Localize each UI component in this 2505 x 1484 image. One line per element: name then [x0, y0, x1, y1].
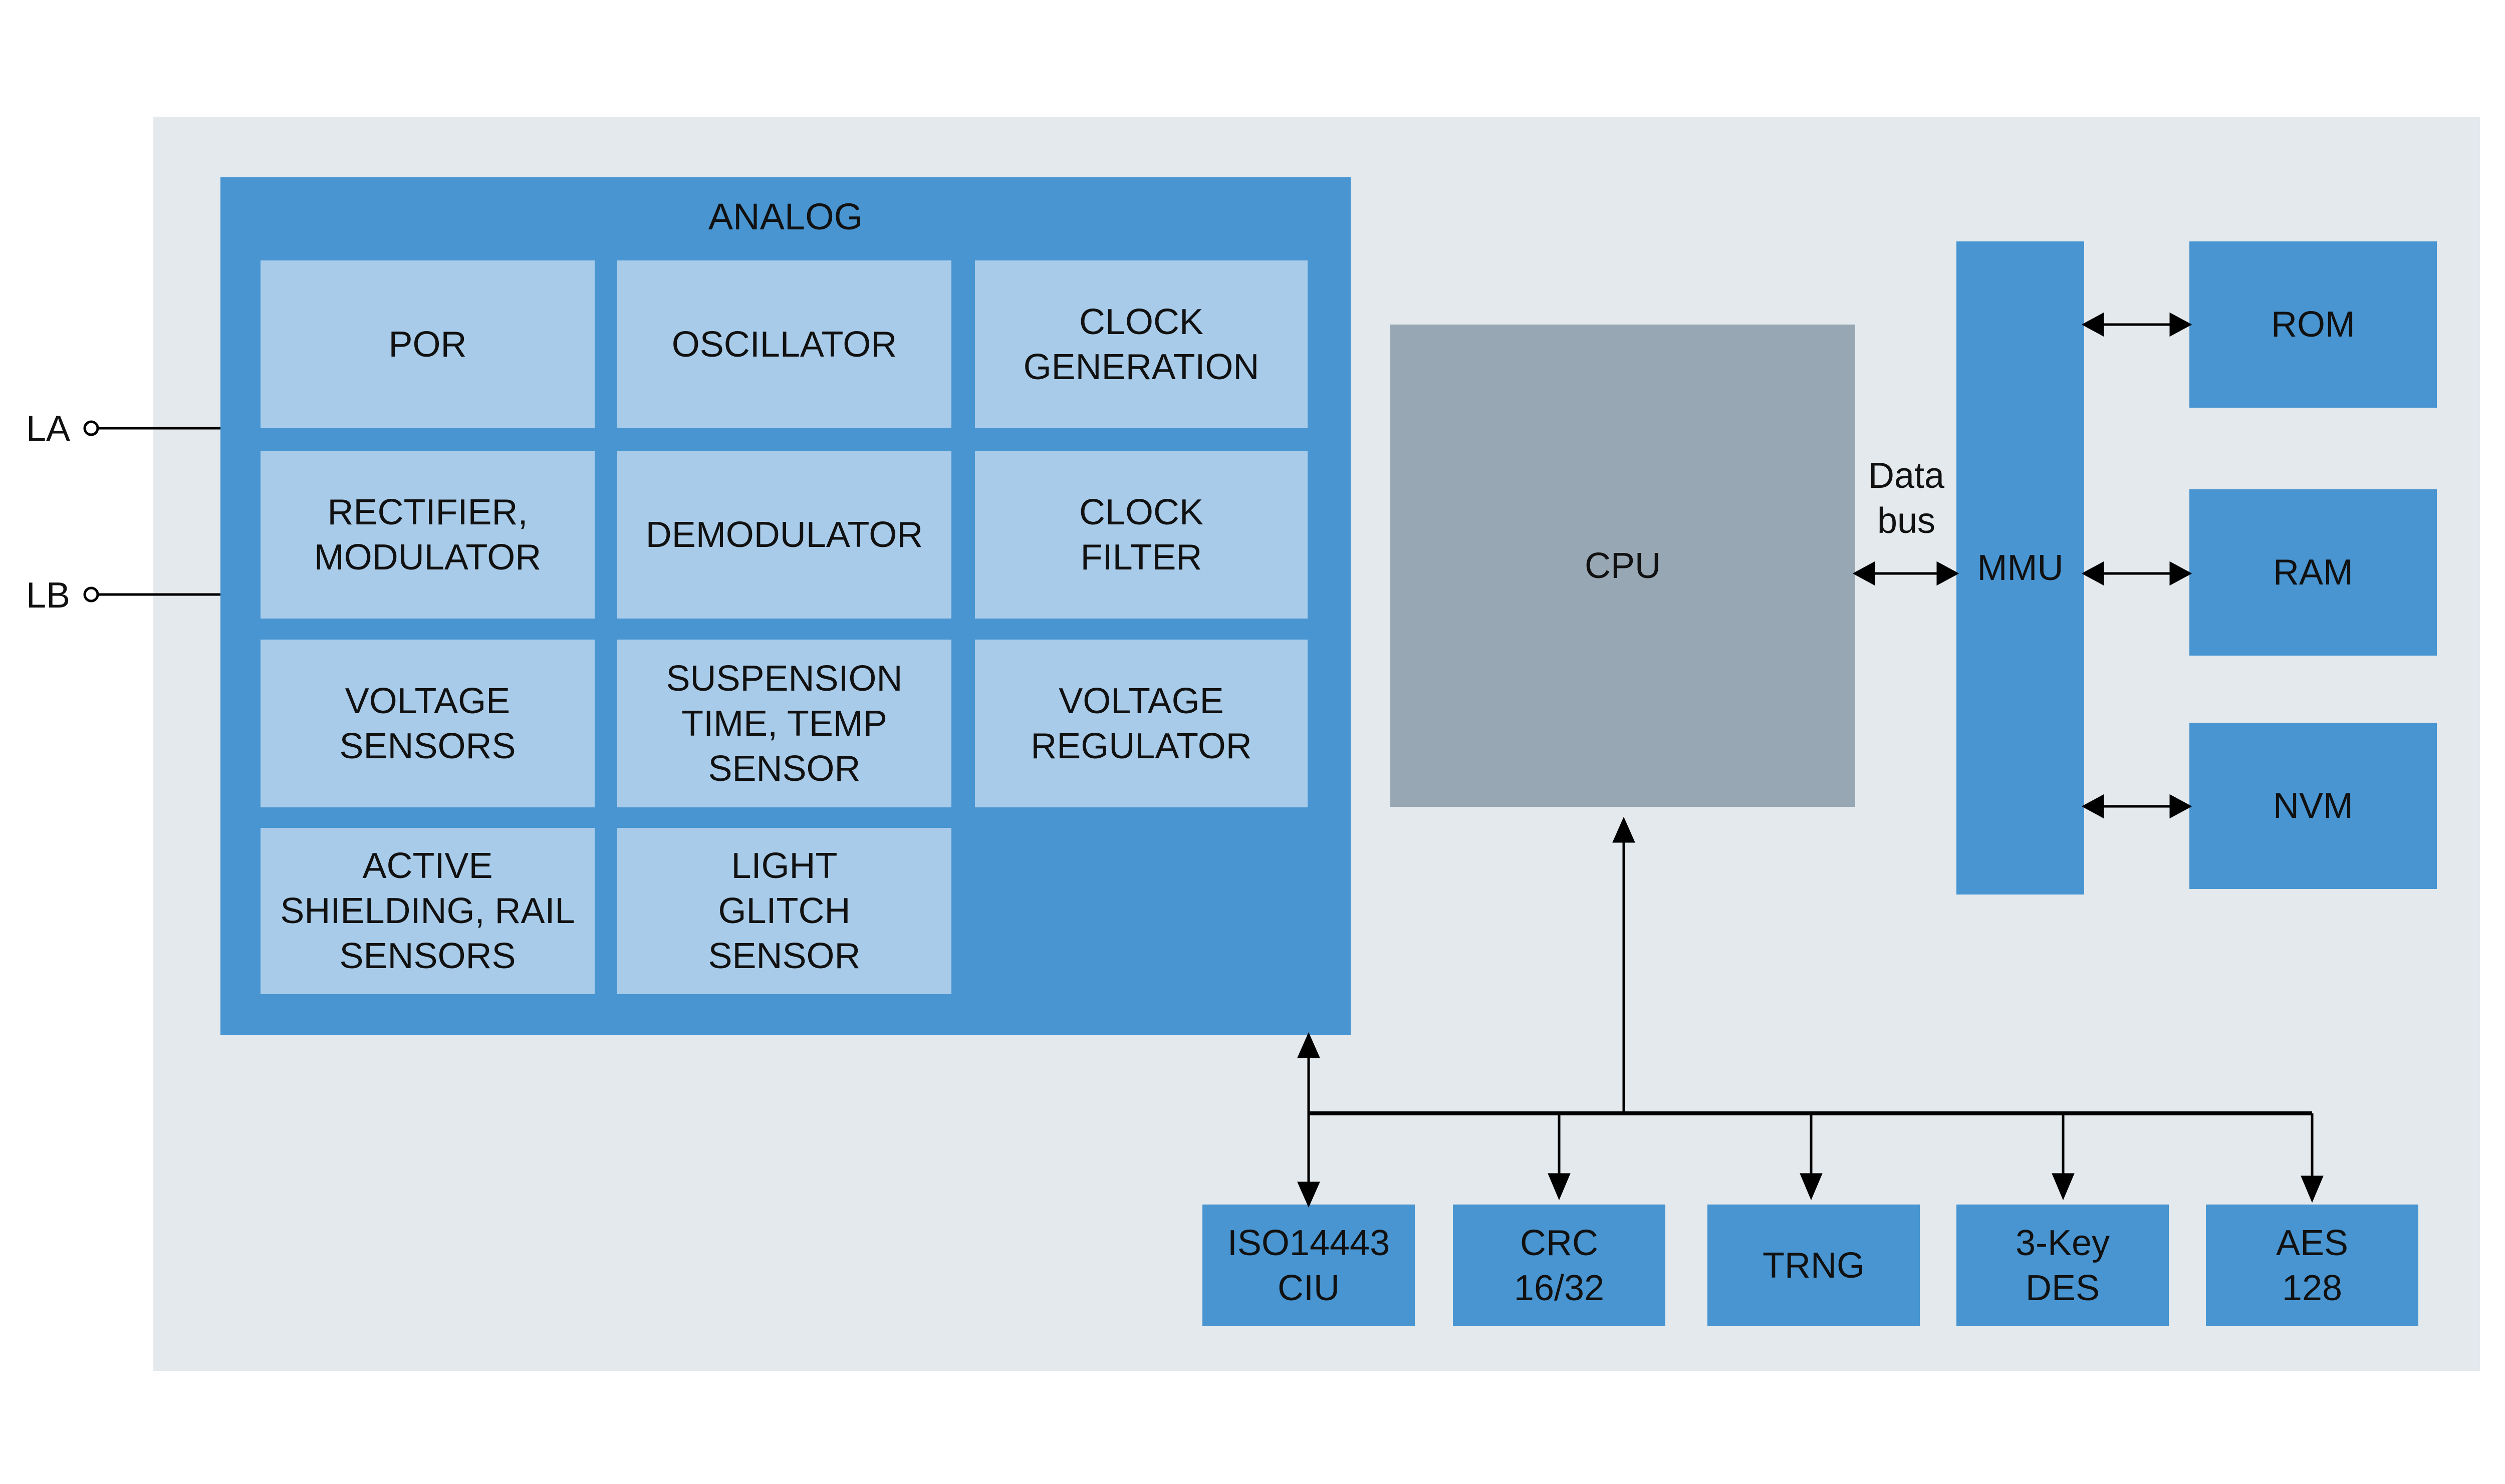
arrowhead-to-cpu: [1612, 816, 1635, 843]
arrowhead-to-analog: [1297, 1032, 1320, 1058]
rom-block: ROM: [2189, 241, 2437, 408]
analog-cell-active-shielding: ACTIVE SHIELDING, RAIL SENSORS: [261, 828, 595, 994]
arrowhead-mmu: [1936, 561, 1959, 586]
arrowhead-to-des: [2052, 1173, 2075, 1201]
analog-cell-light-glitch-sensor: LIGHT GLITCH SENSOR: [617, 828, 951, 994]
analog-cell-suspension-temp-sensor: SUSPENSION TIME, TEMP SENSOR: [617, 640, 951, 807]
analog-cell-demodulator: DEMODULATOR: [617, 451, 951, 619]
ram-block: RAM: [2189, 489, 2437, 656]
peripheral-crc: CRC 16/32: [1453, 1205, 1665, 1326]
arrowhead-to-crc: [1548, 1173, 1571, 1201]
data-bus-label: Data bus: [1868, 456, 1945, 541]
pin-la-terminal-icon: [83, 420, 99, 436]
pin-label-la: LA: [26, 409, 71, 449]
analog-cell-rectifier-modulator: RECTIFIER, MODULATOR: [261, 451, 595, 619]
arrowhead-to-trng: [1800, 1173, 1823, 1201]
pin-label-lb: LB: [26, 575, 71, 616]
analog-cell-oscillator: OSCILLATOR: [617, 260, 951, 428]
analog-cell-voltage-sensors: VOLTAGE SENSORS: [261, 640, 595, 807]
peripheral-3key-des: 3-Key DES: [1956, 1205, 2169, 1326]
peripheral-aes128: AES 128: [2206, 1205, 2418, 1326]
peripheral-trng: TRNG: [1707, 1205, 1920, 1326]
mmu-block: MMU: [1956, 241, 2084, 895]
nvm-block: NVM: [2189, 723, 2437, 889]
analog-cell-clock-filter: CLOCK FILTER: [975, 451, 1308, 619]
analog-cell-clock-generation: CLOCK GENERATION: [975, 260, 1308, 428]
cpu-block: CPU: [1390, 325, 1855, 807]
arrowhead-cpu: [1852, 561, 1875, 586]
analog-cell-voltage-regulator: VOLTAGE REGULATOR: [975, 640, 1308, 807]
pin-lb-terminal-icon: [83, 586, 99, 603]
arrowhead-to-iso: [1297, 1181, 1320, 1208]
analog-title: ANALOG: [708, 196, 863, 237]
analog-cell-por: POR: [261, 260, 595, 428]
peripheral-iso14443-ciu: ISO14443 CIU: [1202, 1205, 1415, 1326]
arrowhead-to-aes: [2301, 1175, 2324, 1203]
